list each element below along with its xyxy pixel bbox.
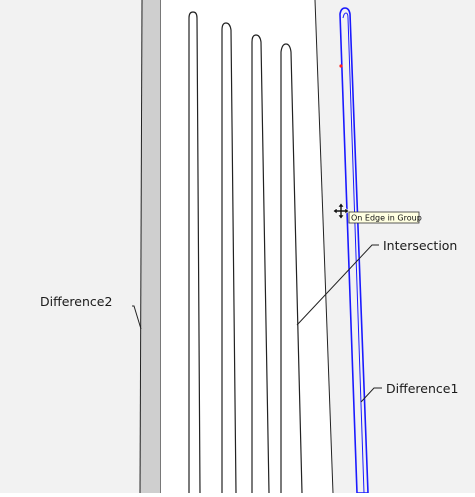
flute-groove[interactable] bbox=[188, 11, 201, 494]
flute-groove[interactable] bbox=[280, 43, 303, 494]
inference-tooltip: On Edge in Group bbox=[348, 211, 422, 224]
selected-group[interactable] bbox=[339, 7, 369, 494]
callout-leader bbox=[296, 244, 379, 326]
inference-point bbox=[339, 64, 343, 68]
callout-difference2[interactable]: Difference2 bbox=[40, 294, 142, 330]
callout-difference1-label[interactable]: Difference1 bbox=[386, 381, 458, 396]
selected-group-outline[interactable] bbox=[339, 7, 369, 494]
model-main-face[interactable] bbox=[161, 0, 333, 493]
flute-groove[interactable] bbox=[251, 34, 270, 494]
difference2-side-face[interactable] bbox=[140, 0, 161, 493]
callout-intersection-label[interactable]: Intersection bbox=[383, 238, 457, 253]
tooltip-text: On Edge in Group bbox=[351, 214, 422, 223]
callout-leader bbox=[360, 387, 382, 403]
difference2-edge-left[interactable] bbox=[139, 0, 143, 494]
flute-groove[interactable] bbox=[221, 22, 237, 494]
callout-difference1[interactable]: Difference1 bbox=[360, 381, 458, 403]
callout-difference2-label[interactable]: Difference2 bbox=[40, 294, 112, 309]
move-cursor-icon bbox=[332, 202, 350, 220]
selected-group-inner-edge[interactable] bbox=[342, 12, 365, 494]
flute-grooves bbox=[188, 11, 303, 494]
callout-leader bbox=[132, 305, 142, 330]
main-face-right-edge[interactable] bbox=[314, 0, 334, 494]
tooltip-box bbox=[348, 211, 420, 224]
callout-intersection[interactable]: Intersection bbox=[296, 238, 457, 326]
